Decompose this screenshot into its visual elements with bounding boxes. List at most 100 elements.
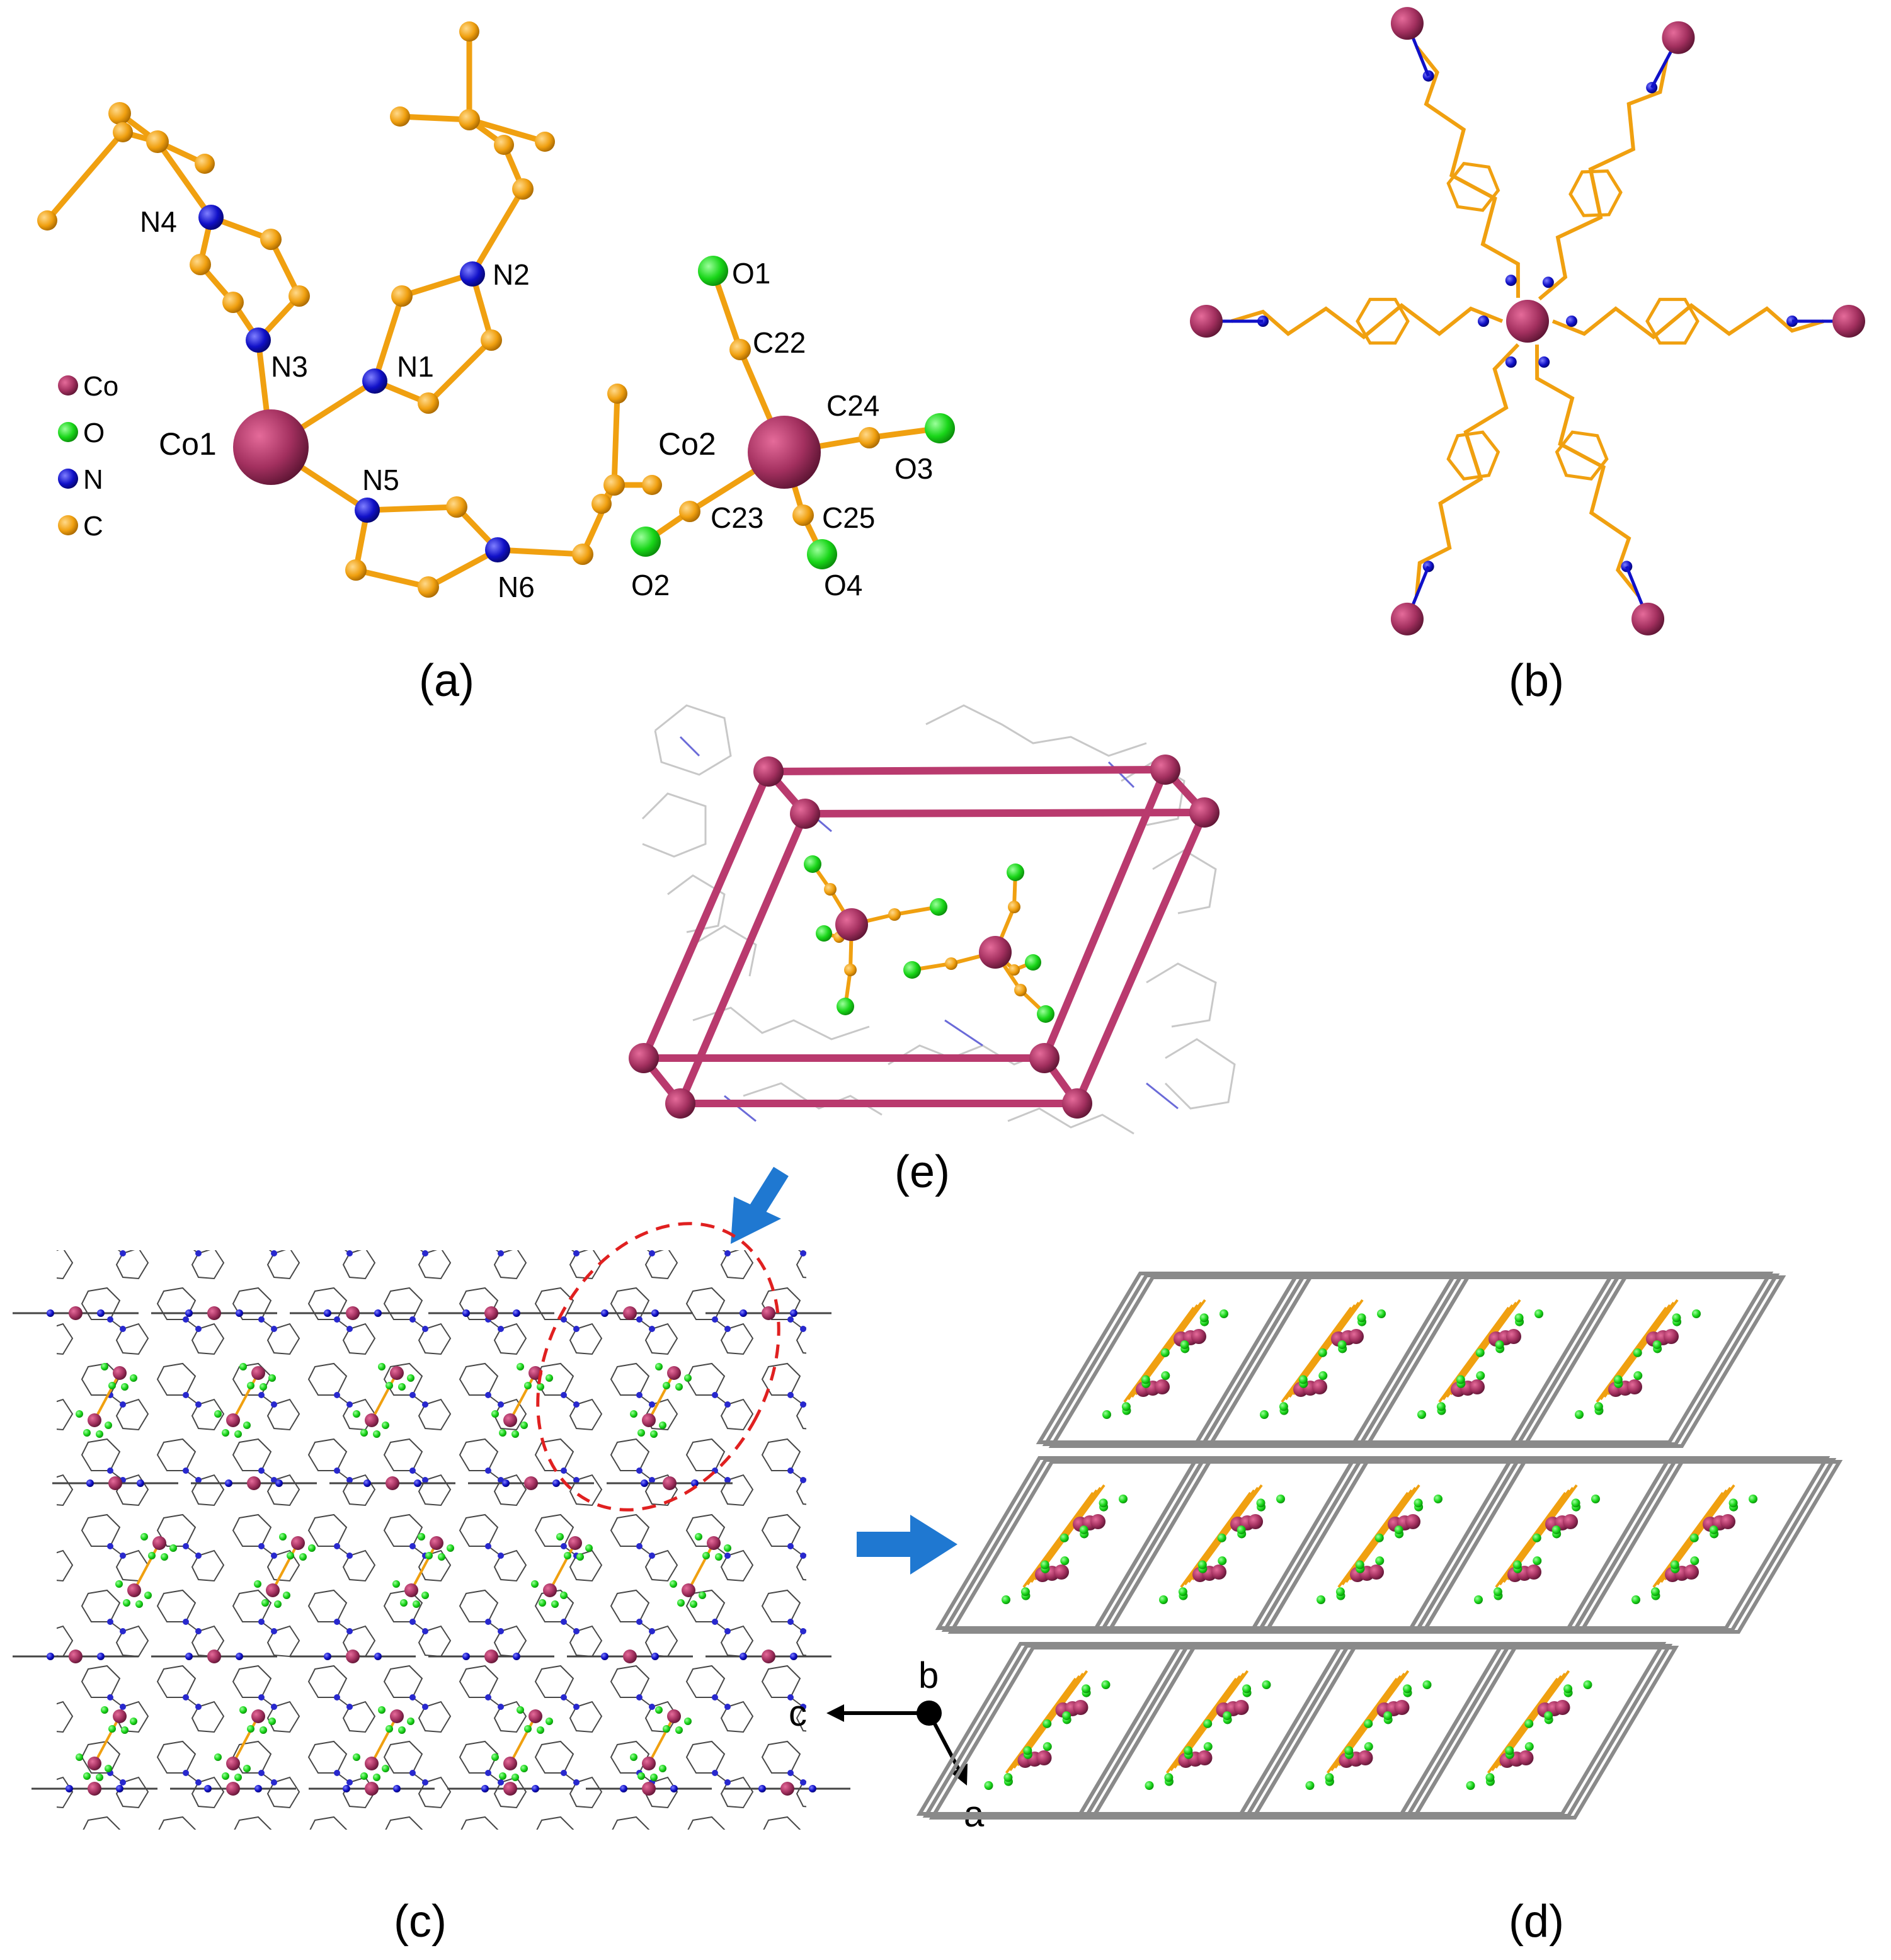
label-co2: Co2 bbox=[658, 426, 716, 462]
panel-c-co-node bbox=[762, 1306, 775, 1320]
highlighted-cell-ellipse bbox=[536, 1222, 780, 1512]
legend-n-swatch bbox=[58, 469, 78, 489]
panel-c-guest bbox=[630, 1706, 692, 1781]
panel-c-guest bbox=[531, 1533, 593, 1608]
label-c25: C25 bbox=[822, 501, 875, 534]
panel-d-cell bbox=[1092, 1456, 1371, 1634]
panel-e-wireframe-n bbox=[679, 736, 1179, 1122]
label-n1: N1 bbox=[397, 350, 434, 383]
label-o2: O2 bbox=[631, 569, 670, 601]
panel-c-guest bbox=[670, 1533, 731, 1608]
panel-c-co-node bbox=[386, 1476, 399, 1490]
panel-a-oxygen-atoms bbox=[631, 256, 955, 569]
panel-a: N4 N3 N1 N2 N5 N6 Co1 Co2 O1 C22 C24 O3 … bbox=[37, 21, 955, 706]
panel-c-guest bbox=[115, 1533, 177, 1608]
panel-b-arm bbox=[1190, 297, 1504, 345]
legend-c-label: C bbox=[83, 511, 103, 542]
axis-b-label: b bbox=[918, 1655, 939, 1696]
panel-c-co-node bbox=[762, 1649, 775, 1663]
label-n2: N2 bbox=[493, 258, 530, 291]
panel-b-label: (b) bbox=[1509, 656, 1564, 706]
panel-c-guest bbox=[254, 1533, 316, 1608]
panel-d-cell bbox=[1565, 1456, 1843, 1634]
panel-c-co-nodes bbox=[13, 1306, 850, 1796]
legend-c-swatch bbox=[58, 515, 78, 535]
arrow-e-to-c bbox=[731, 1166, 789, 1244]
legend-o-label: O bbox=[83, 418, 105, 448]
guest-anion-left bbox=[804, 855, 947, 1015]
panel-a-nitrogen-atoms bbox=[198, 205, 510, 562]
panel-c-co-node bbox=[780, 1782, 794, 1796]
label-c22: C22 bbox=[753, 326, 806, 359]
label-n4: N4 bbox=[140, 205, 177, 238]
panel-d-cell bbox=[1351, 1272, 1629, 1448]
panel-b-arm bbox=[1390, 7, 1521, 298]
panel-c: (c) bbox=[13, 1222, 850, 1947]
panel-c-co-node bbox=[484, 1649, 498, 1663]
label-o4: O4 bbox=[824, 569, 862, 601]
panel-c-co-node bbox=[346, 1649, 360, 1663]
panel-c-co-node bbox=[524, 1476, 538, 1490]
panel-c-co-node bbox=[642, 1782, 656, 1796]
panel-d-cell bbox=[1077, 1642, 1358, 1820]
label-o1: O1 bbox=[732, 257, 770, 290]
panel-b-terminal-co bbox=[1662, 21, 1695, 54]
label-n3: N3 bbox=[271, 350, 308, 383]
panel-c-co-node bbox=[108, 1476, 122, 1490]
label-co1: Co1 bbox=[159, 426, 217, 462]
panel-d-cell bbox=[1398, 1642, 1679, 1820]
panel-d-label: (d) bbox=[1509, 1896, 1564, 1947]
panel-b-arm bbox=[1534, 345, 1665, 635]
panel-c-guest bbox=[353, 1706, 414, 1781]
legend-o-swatch bbox=[58, 422, 78, 442]
arrow-c-to-d bbox=[857, 1515, 957, 1575]
panel-a-bonds bbox=[44, 28, 943, 590]
panel-b-arms bbox=[1190, 7, 1865, 635]
label-c24: C24 bbox=[826, 389, 879, 422]
panel-a-label: (a) bbox=[419, 656, 474, 706]
panel-c-guest bbox=[76, 1706, 137, 1781]
panel-b-terminal-co bbox=[1832, 305, 1865, 338]
element-legend: Co O N C bbox=[58, 371, 118, 542]
panel-b-terminal-co bbox=[1631, 602, 1665, 635]
panel-c-co-node bbox=[69, 1306, 83, 1320]
crystal-axes: b c a bbox=[789, 1655, 985, 1835]
panel-c-co-node bbox=[503, 1782, 517, 1796]
panel-d-cell bbox=[1508, 1272, 1786, 1448]
co1-atom bbox=[233, 409, 309, 485]
panel-d-cell bbox=[1250, 1456, 1528, 1634]
panel-c-co-node bbox=[207, 1306, 221, 1320]
panel-d-cell bbox=[916, 1642, 1197, 1820]
panel-c-co-node bbox=[207, 1649, 221, 1663]
panel-b-terminal-co bbox=[1390, 602, 1424, 635]
panel-c-co-node bbox=[663, 1476, 677, 1490]
unit-cell-edges bbox=[640, 766, 1208, 1107]
label-c23: C23 bbox=[711, 501, 763, 534]
label-n6: N6 bbox=[498, 571, 535, 603]
panel-d-cell bbox=[1036, 1272, 1314, 1448]
panel-c-co-node bbox=[346, 1306, 360, 1320]
panel-c-guest bbox=[353, 1363, 414, 1438]
panel-c-guest bbox=[491, 1706, 553, 1781]
panel-e-label: (e) bbox=[894, 1147, 950, 1197]
panel-d-cell bbox=[1407, 1456, 1686, 1634]
panel-c-co-node bbox=[484, 1306, 498, 1320]
panel-c-guest bbox=[214, 1363, 276, 1438]
panel-a-atom-labels: N4 N3 N1 N2 N5 N6 Co1 Co2 O1 C22 C24 O3 … bbox=[140, 205, 933, 603]
panel-c-co-node bbox=[226, 1782, 240, 1796]
panel-c-co-node bbox=[623, 1306, 637, 1320]
panel-c-co-node bbox=[247, 1476, 261, 1490]
panel-d: (d) bbox=[916, 1272, 1843, 1947]
panel-c-guest bbox=[214, 1706, 276, 1781]
panel-c-guest bbox=[491, 1363, 553, 1438]
panel-b-arm bbox=[1538, 21, 1695, 300]
panel-b-arm bbox=[1390, 343, 1520, 635]
panel-a-carbon-atoms bbox=[37, 21, 880, 598]
panel-e: (e) bbox=[629, 704, 1236, 1197]
panel-c-guest bbox=[392, 1533, 454, 1608]
panel-c-co-node bbox=[88, 1782, 101, 1796]
panel-d-cell bbox=[935, 1456, 1213, 1634]
panel-b-arm bbox=[1551, 297, 1865, 345]
panel-c-co-node bbox=[365, 1782, 379, 1796]
label-n5: N5 bbox=[362, 464, 399, 496]
